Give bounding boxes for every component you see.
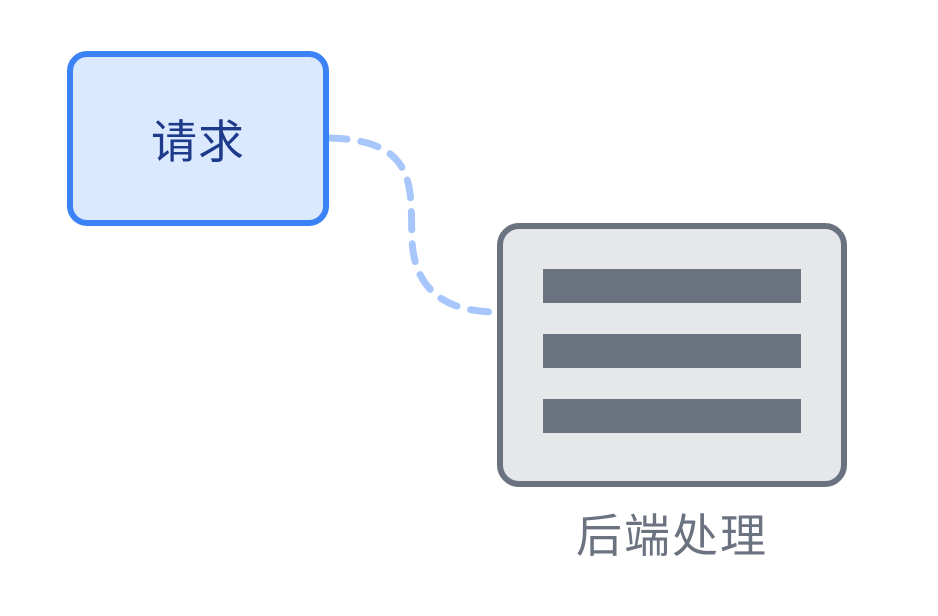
request-label: 请求 [151, 114, 245, 169]
server-list-icon [497, 223, 847, 487]
server-bar-1 [543, 269, 801, 303]
request-node: 请求 [67, 51, 329, 226]
dashed-connector [325, 134, 501, 316]
server-bar-3 [543, 399, 801, 433]
backend-label: 后端处理 [576, 509, 768, 563]
server-bar-2 [543, 334, 801, 368]
